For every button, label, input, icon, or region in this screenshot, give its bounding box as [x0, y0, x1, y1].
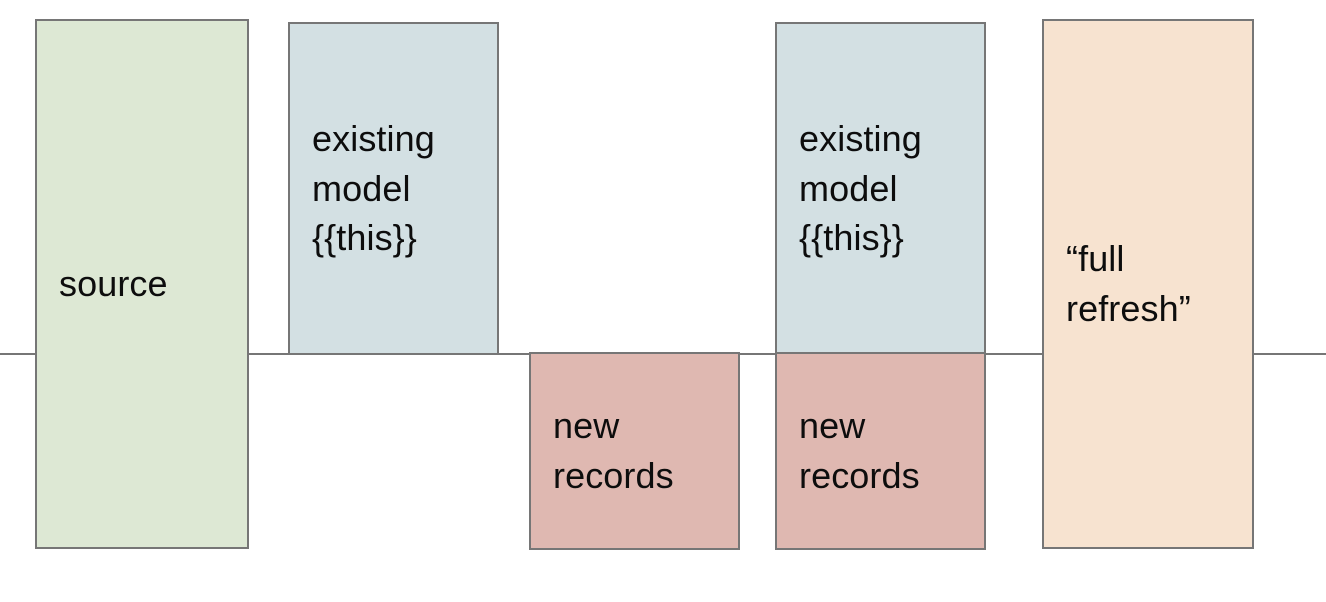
box-full-refresh[interactable]: “full refresh” [1042, 19, 1254, 549]
box-new-records-2-label: new records [799, 405, 920, 496]
box-existing-model-1-label: existing model {{this}} [312, 117, 435, 259]
box-new-records-2[interactable]: new records [775, 352, 986, 550]
box-new-records-1-label: new records [553, 405, 674, 496]
box-existing-model-2-label: existing model {{this}} [799, 117, 922, 259]
box-existing-model-2[interactable]: existing model {{this}} [775, 22, 986, 355]
box-source[interactable]: source [35, 19, 249, 549]
box-source-label: source [59, 263, 168, 305]
box-new-records-1[interactable]: new records [529, 352, 740, 550]
box-existing-model-1[interactable]: existing model {{this}} [288, 22, 499, 355]
box-full-refresh-label: “full refresh” [1066, 238, 1191, 329]
